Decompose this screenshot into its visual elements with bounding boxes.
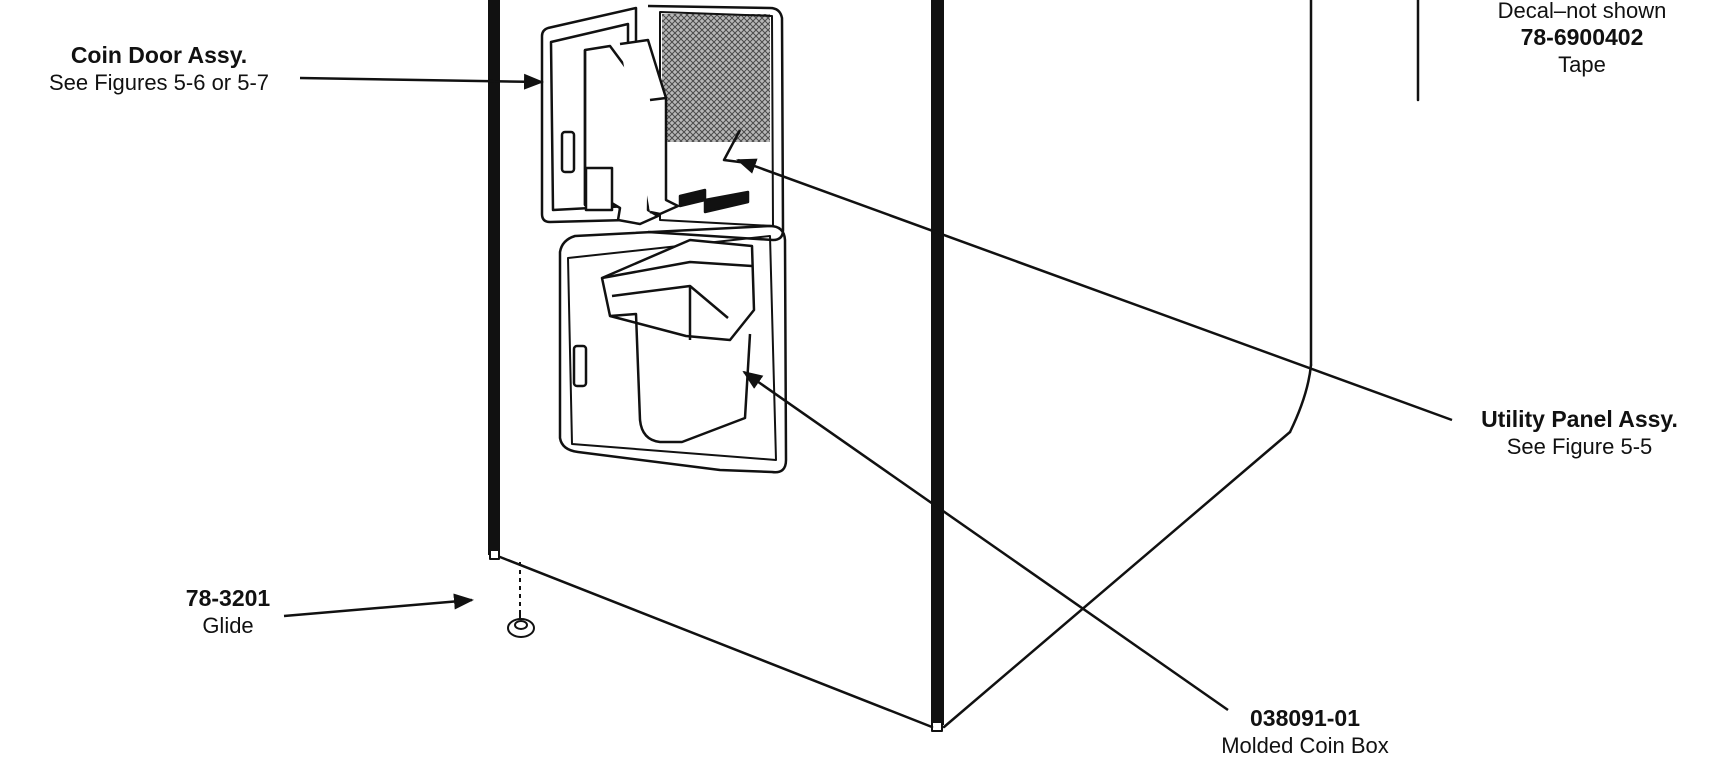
cabinet-body [488,0,1420,732]
glide-part [507,562,535,638]
utility-panel-title: Utility Panel Assy. [1481,406,1678,432]
leader-coin-box [742,370,1229,712]
decal-desc: Tape [1558,52,1606,77]
label-utility-panel: Utility Panel Assy. See Figure 5-5 [1452,406,1707,460]
glide-desc: Glide [202,613,254,638]
coin-door-title: Coin Door Assy. [70,42,248,68]
leader-lines [283,73,1453,712]
coin-door-ref: See Figures 5-6 or 5-7 [48,70,270,95]
utility-panel-ref: See Figure 5-5 [1506,434,1653,459]
decal-part-number: 78-6900402 [1520,24,1644,50]
decal-note: Decal–not shown [1497,0,1667,23]
coin-door [540,4,788,474]
leader-coin-door [299,73,544,90]
leader-utility-panel [736,158,1453,422]
coin-box-desc: Molded Coin Box [1221,733,1389,758]
label-decal-tape: Decal–not shown 78-6900402 Tape [1452,0,1711,78]
label-coin-box: 038091-01 Molded Coin Box [1180,705,1430,759]
label-coin-door: Coin Door Assy. See Figures 5-6 or 5-7 [20,42,298,96]
coin-box-part-number: 038091-01 [1250,705,1360,731]
label-glide: 78-3201 Glide [168,585,288,639]
glide-part-number: 78-3201 [185,585,271,611]
leader-glide [283,593,474,618]
